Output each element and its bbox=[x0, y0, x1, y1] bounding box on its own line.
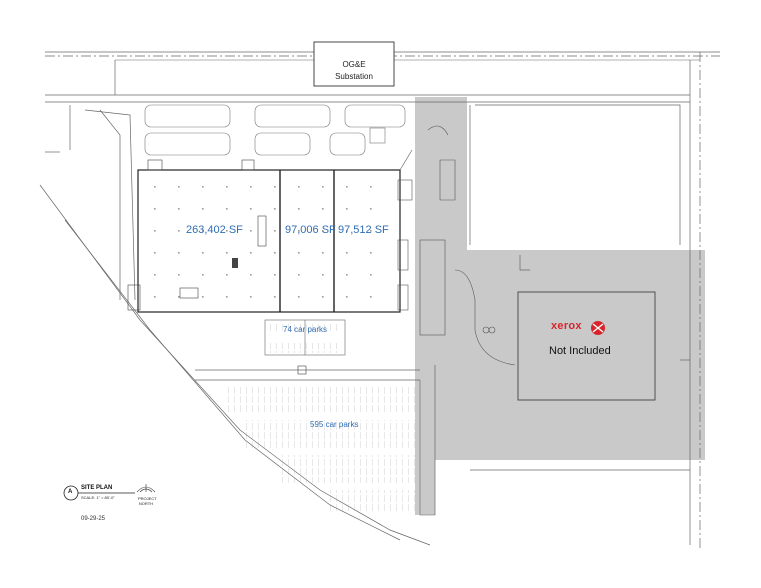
xerox-building bbox=[517, 291, 656, 401]
south-parking-lot bbox=[225, 365, 435, 516]
title-block-graphics bbox=[63, 484, 156, 501]
xerox-logo-text: xerox bbox=[551, 320, 582, 332]
building-2-area: 97,006 SF bbox=[285, 224, 336, 236]
substation-line1: OG&E bbox=[342, 60, 366, 69]
north-parking-count: 74 car parks bbox=[283, 325, 328, 334]
north-parking-lot bbox=[264, 319, 346, 356]
callout-letter: A bbox=[68, 489, 73, 495]
site-boundaries bbox=[39, 51, 720, 550]
north-arrow-label: PROJECT NORTH bbox=[138, 496, 157, 506]
plan-date: 09-29-25 bbox=[81, 516, 106, 522]
truck-court-islands bbox=[144, 104, 406, 156]
not-included-label: Not Included bbox=[549, 345, 611, 357]
site-plan-scale: SCALE: 1" = 80'-0" bbox=[81, 495, 115, 500]
building-1-area: 263,402 SF bbox=[186, 224, 243, 236]
site-plan-title: SITE PLAN bbox=[81, 485, 113, 491]
south-parking-count: 595 car parks bbox=[310, 420, 359, 429]
substation-line2: Substation bbox=[335, 72, 373, 81]
warehouse-building bbox=[127, 149, 413, 313]
building-3-area: 97,512 SF bbox=[338, 224, 389, 236]
substation-label: OG&E Substation bbox=[315, 59, 393, 83]
substation-box bbox=[313, 41, 395, 87]
excluded-area-features bbox=[419, 125, 516, 366]
